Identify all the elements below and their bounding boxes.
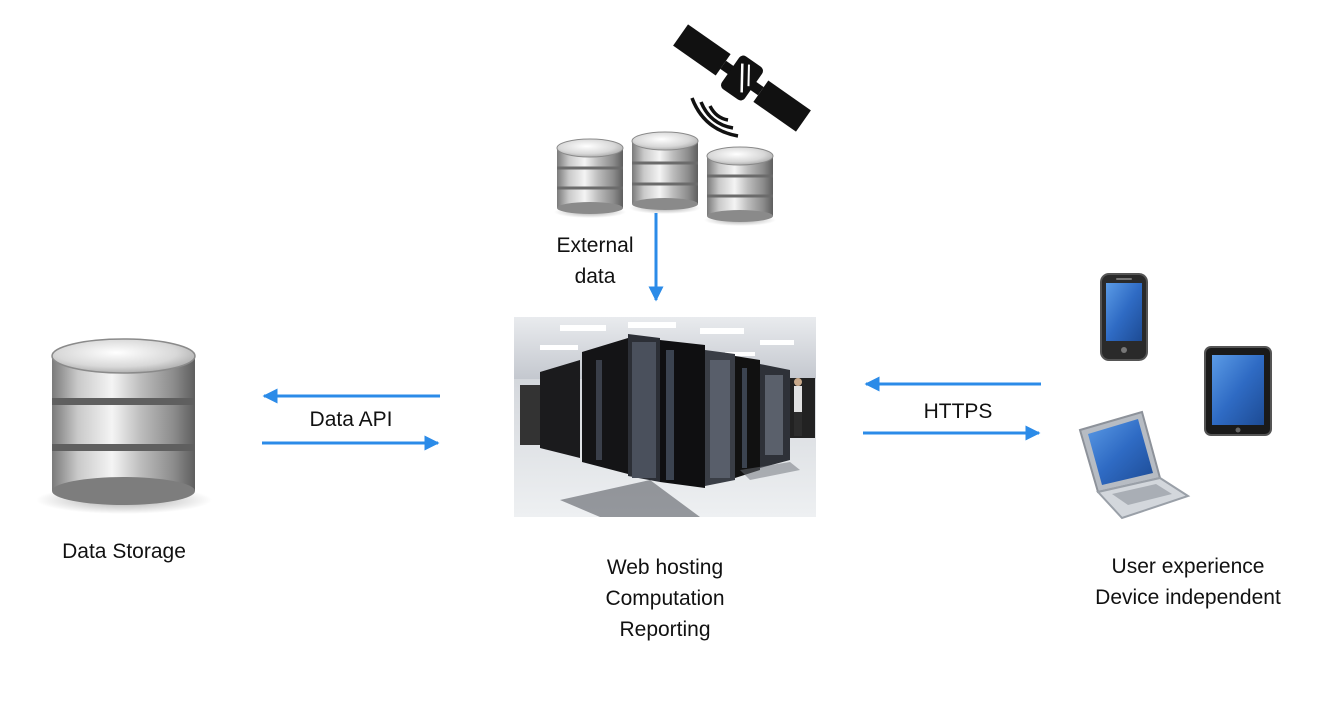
data-storage-label-line: Data Storage xyxy=(62,540,186,563)
laptop-icon xyxy=(1078,410,1191,520)
external-data-label-line: data xyxy=(574,265,616,288)
database-icon xyxy=(36,338,212,514)
external-database-icon xyxy=(704,146,776,226)
smartphone-icon xyxy=(1100,273,1148,361)
web-server-label-line: Web hosting xyxy=(606,556,724,579)
https-label: HTTPS xyxy=(923,400,993,423)
web-server-label: Web hosting Computation Reporting xyxy=(565,552,765,645)
external-data-label: External data xyxy=(535,230,655,292)
server-room-image xyxy=(514,317,816,517)
web-server-label-line: Reporting xyxy=(619,618,711,641)
user-devices-label-line: User experience xyxy=(1111,555,1265,578)
data-storage-label: Data Storage xyxy=(24,536,224,567)
data-api-label: Data API xyxy=(309,408,393,431)
external-data-label-line: External xyxy=(556,234,634,257)
external-database-icon xyxy=(629,131,701,214)
satellite-icon xyxy=(673,24,811,138)
user-devices-label: User experience Device independent xyxy=(1068,551,1308,613)
external-database-icon xyxy=(554,138,626,218)
user-devices-label-line: Device independent xyxy=(1095,586,1281,609)
web-server-label-line: Computation xyxy=(605,587,725,610)
tablet-icon xyxy=(1204,346,1272,436)
